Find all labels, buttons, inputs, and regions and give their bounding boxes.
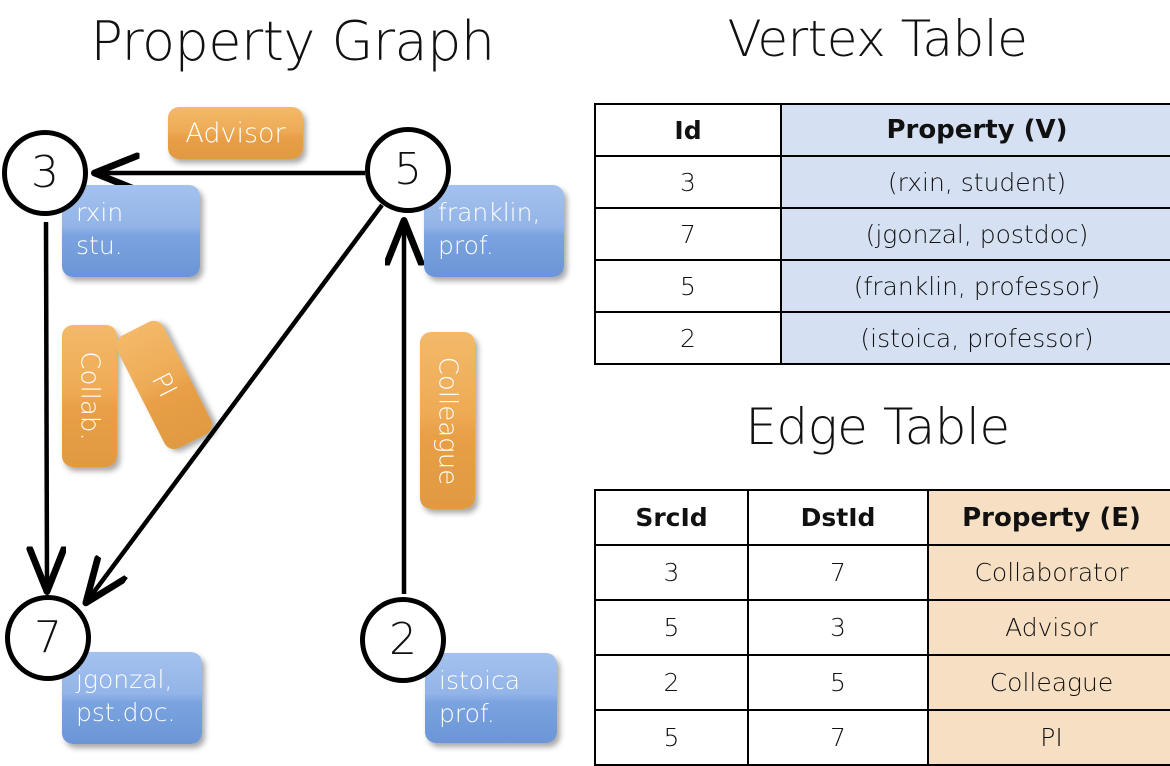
edge-label-colleague[interactable]: Colleague: [420, 332, 475, 509]
table-row: 5 3 Advisor: [594, 599, 1170, 656]
edge-table-header-dstid: DstId: [747, 489, 929, 546]
graph-node-3[interactable]: 3: [2, 130, 88, 216]
vertex-cell-id: 2: [594, 311, 782, 365]
vertex-table-header-id: Id: [594, 103, 782, 157]
vertex-property-box-istoica[interactable]: istoica prof.: [425, 653, 557, 743]
graph-node-3-label: 3: [31, 147, 59, 198]
table-row: 3 (rxin, student): [594, 155, 1170, 209]
edge-cell-srcid: 5: [594, 709, 749, 766]
vertex-cell-property: (rxin, student): [780, 155, 1170, 209]
page-title-property-graph: Property Graph: [90, 10, 495, 73]
edge-label-advisor-text: Advisor: [185, 117, 286, 149]
edge-cell-srcid: 3: [594, 544, 749, 601]
graph-node-5[interactable]: 5: [365, 127, 451, 213]
vertex-table-header-property: Property (V): [780, 103, 1170, 157]
graph-node-2-label: 2: [389, 614, 417, 665]
edge-cell-dstid: 7: [747, 544, 929, 601]
edge-label-advisor[interactable]: Advisor: [168, 107, 303, 159]
vertex-cell-id: 7: [594, 207, 782, 261]
edge-label-collab[interactable]: Collab.: [62, 325, 117, 467]
graph-node-2[interactable]: 2: [360, 597, 446, 683]
edge-cell-dstid: 3: [747, 599, 929, 656]
edge-label-pi[interactable]: PI: [112, 317, 216, 453]
table-row: 2 5 Colleague: [594, 654, 1170, 711]
edge-table: SrcId DstId Property (E) 3 7 Collaborato…: [594, 489, 1170, 766]
vertex-cell-property: (istoica, professor): [780, 311, 1170, 365]
graph-node-7-label: 7: [34, 612, 62, 663]
edge-label-collab-text: Collab.: [74, 351, 105, 441]
edge-cell-dstid: 5: [747, 654, 929, 711]
graph-node-7[interactable]: 7: [5, 595, 91, 681]
edge-table-header-property: Property (E): [927, 489, 1170, 546]
vertex-cell-property: (franklin, professor): [780, 259, 1170, 313]
page-title-edge-table: Edge Table: [745, 398, 1010, 456]
property-graph-diagram: Advisor Collab. PI Colleague rxin stu. f…: [0, 0, 585, 760]
edge-label-colleague-text: Colleague: [432, 356, 463, 485]
edge-cell-dstid: 7: [747, 709, 929, 766]
edge-label-pi-text: PI: [145, 367, 183, 403]
edge-line-collab: [46, 221, 47, 588]
edge-table-header-row: SrcId DstId Property (E): [594, 489, 1170, 546]
table-row: 7 (jgonzal, postdoc): [594, 207, 1170, 261]
vertex-table-header-row: Id Property (V): [594, 103, 1170, 157]
vertex-property-box-rxin[interactable]: rxin stu.: [62, 185, 200, 277]
vertex-cell-property: (jgonzal, postdoc): [780, 207, 1170, 261]
edge-cell-property: PI: [927, 709, 1170, 766]
table-row: 5 7 PI: [594, 709, 1170, 766]
table-row: 3 7 Collaborator: [594, 544, 1170, 601]
edge-cell-property: Advisor: [927, 599, 1170, 656]
vertex-cell-id: 5: [594, 259, 782, 313]
vertex-table: Id Property (V) 3 (rxin, student) 7 (jgo…: [594, 103, 1170, 365]
vertex-property-box-jgonzal[interactable]: jgonzal, pst.doc.: [62, 652, 202, 744]
graph-node-5-label: 5: [394, 144, 422, 195]
table-row: 2 (istoica, professor): [594, 311, 1170, 365]
page-title-vertex-table: Vertex Table: [727, 10, 1028, 68]
vertex-property-box-franklin[interactable]: franklin, prof.: [424, 185, 564, 277]
edge-cell-property: Collaborator: [927, 544, 1170, 601]
edge-cell-property: Colleague: [927, 654, 1170, 711]
vertex-cell-id: 3: [594, 155, 782, 209]
edge-table-header-srcid: SrcId: [594, 489, 749, 546]
edge-cell-srcid: 2: [594, 654, 749, 711]
table-row: 5 (franklin, professor): [594, 259, 1170, 313]
edge-cell-srcid: 5: [594, 599, 749, 656]
